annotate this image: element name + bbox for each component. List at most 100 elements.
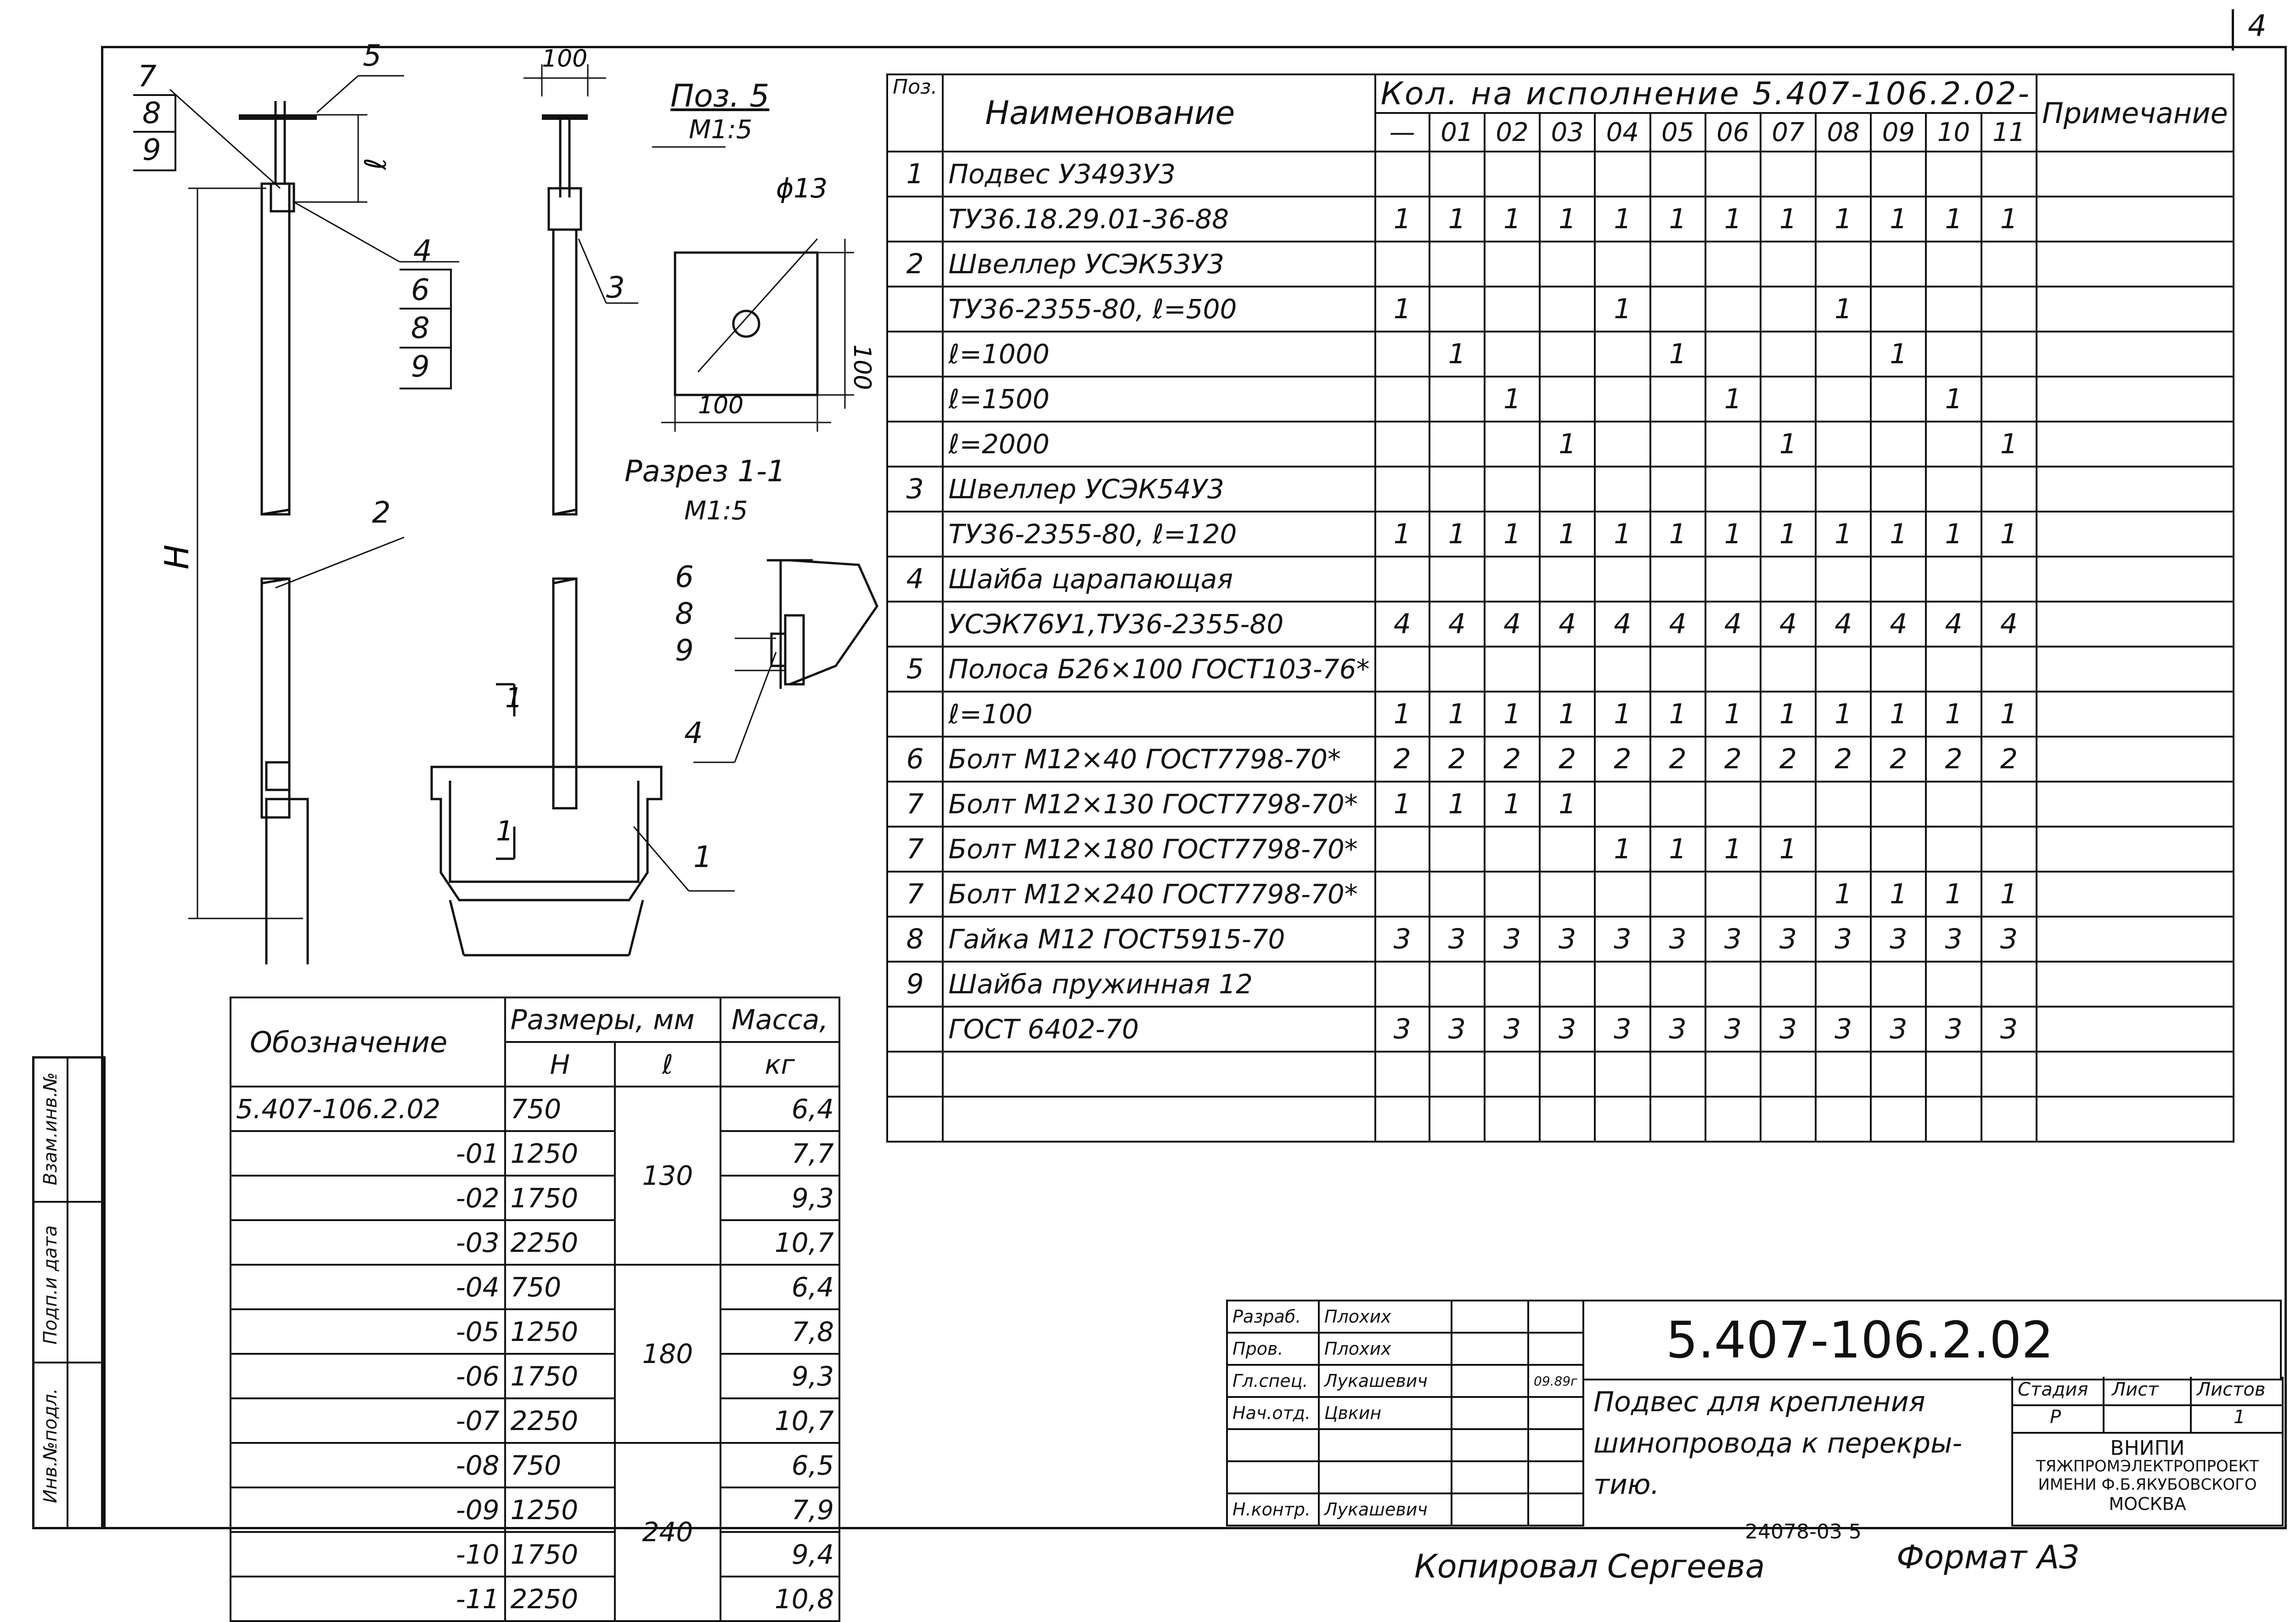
tb-person [1317,1460,1453,1494]
dim-100-side: 100 [848,344,876,390]
tb-row: Пров.Плохих [1226,1332,1584,1366]
section-callout-4: 4 [684,716,703,750]
spec-qty: 1 [1870,871,1927,918]
spec-qty [1925,331,1982,377]
spec-qty [1704,286,1761,332]
spec-note [2035,511,2234,558]
spec-qty: 2 [1704,736,1761,783]
spec-qty: 1 [1704,826,1761,873]
spec-qty [1759,556,1817,603]
pos5-title: Поз. 5 [670,78,770,114]
spec-note [2035,601,2234,648]
spec-qty: 1 [1870,331,1927,377]
spec-qty [1704,781,1761,828]
spec-qty [1759,151,1817,197]
variant-header: 10 [1925,112,1982,152]
spec-qty [1925,241,1982,287]
dims-h-sizes: Размеры, мм [504,997,721,1043]
spec-note [2035,1051,2234,1098]
spec-qty: 1 [1649,826,1706,873]
spec-note [2035,466,2234,513]
spec-qty [1925,781,1982,828]
spec-qty: 1 [1815,511,1872,558]
dims-H: 1250 [504,1130,616,1177]
spec-name: ТУ36.18.29.01-36-88 [942,196,1376,242]
spec-qty: 1 [1870,511,1927,558]
dims-mass: 10,7 [719,1397,841,1444]
spec-header-row-1: Поз. Наименование Кол. на исполнение 5.4… [886,73,2234,152]
spec-qty: 4 [1649,601,1706,648]
spec-qty [1980,331,2037,377]
tb-date [1527,1396,1584,1430]
title-line-1: Подвес для крепления [1593,1386,1925,1418]
spec-note [2035,376,2234,422]
spec-qty [1594,871,1651,918]
tb-person: Лукашевич [1317,1364,1453,1398]
spec-name: Шайба царапающая [942,556,1376,603]
spec-qty: 1 [1428,691,1486,738]
variant-header: 02 [1483,112,1541,152]
spec-qty [1704,556,1761,603]
spec-name: Шайба пружинная 12 [942,961,1376,1008]
tb-role: Н.контр. [1226,1492,1320,1526]
spec-qty [1428,1051,1486,1098]
spec-qty [1374,331,1430,377]
variant-header: 08 [1815,112,1872,152]
spec-qty [1870,151,1927,197]
spec-qty [1704,421,1761,467]
spec-note [2035,871,2234,918]
spec-qty [1649,466,1706,513]
spec-pos: 8 [886,916,944,963]
spec-qty [1870,961,1927,1008]
spec-qty [1870,646,1927,693]
spec-qty [1594,646,1651,693]
spec-qty [1870,376,1927,422]
spec-note [2035,421,2234,467]
spec-qty: 3 [1815,1006,1872,1053]
dims-h-H: H [504,1041,616,1087]
spec-qty [1649,781,1706,828]
spec-pos [886,331,944,377]
spec-qty: 1 [1704,511,1761,558]
sheets-h: Листов [2197,1379,2266,1400]
spec-qty: 3 [1759,916,1817,963]
tb-role [1226,1460,1320,1494]
spec-qty [1374,826,1430,873]
variant-header: 07 [1759,112,1817,152]
spec-qty [1594,556,1651,603]
spec-qty: 1 [1649,691,1706,738]
spec-qty: 1 [1925,196,1982,242]
spec-qty [1925,556,1982,603]
spec-qty [1870,1051,1927,1098]
spec-qty: 1 [1649,511,1706,558]
spec-pos [886,511,944,558]
variant-header: 06 [1704,112,1761,152]
header-kol: Кол. на исполнение 5.407-106.2.02- [1374,73,2037,114]
dims-designation: -04 [230,1264,506,1310]
spec-qty [1483,286,1541,332]
spec-qty: 2 [1815,736,1872,783]
spec-qty [1980,781,2037,828]
spec-qty [1980,961,2037,1008]
spec-qty [1759,871,1817,918]
dims-mass: 7,8 [719,1308,841,1355]
spec-qty [1870,241,1927,287]
title-line-3: тию. [1593,1469,1660,1501]
spec-qty [1539,646,1596,693]
tb-row: Н.контр.Лукашевич [1226,1492,1584,1526]
dim-d13: ϕ13 [776,173,827,204]
spec-qty: 3 [1594,916,1651,963]
spec-qty: 2 [1870,736,1927,783]
spec-qty [1925,1096,1982,1143]
spec-qty [1483,331,1541,377]
